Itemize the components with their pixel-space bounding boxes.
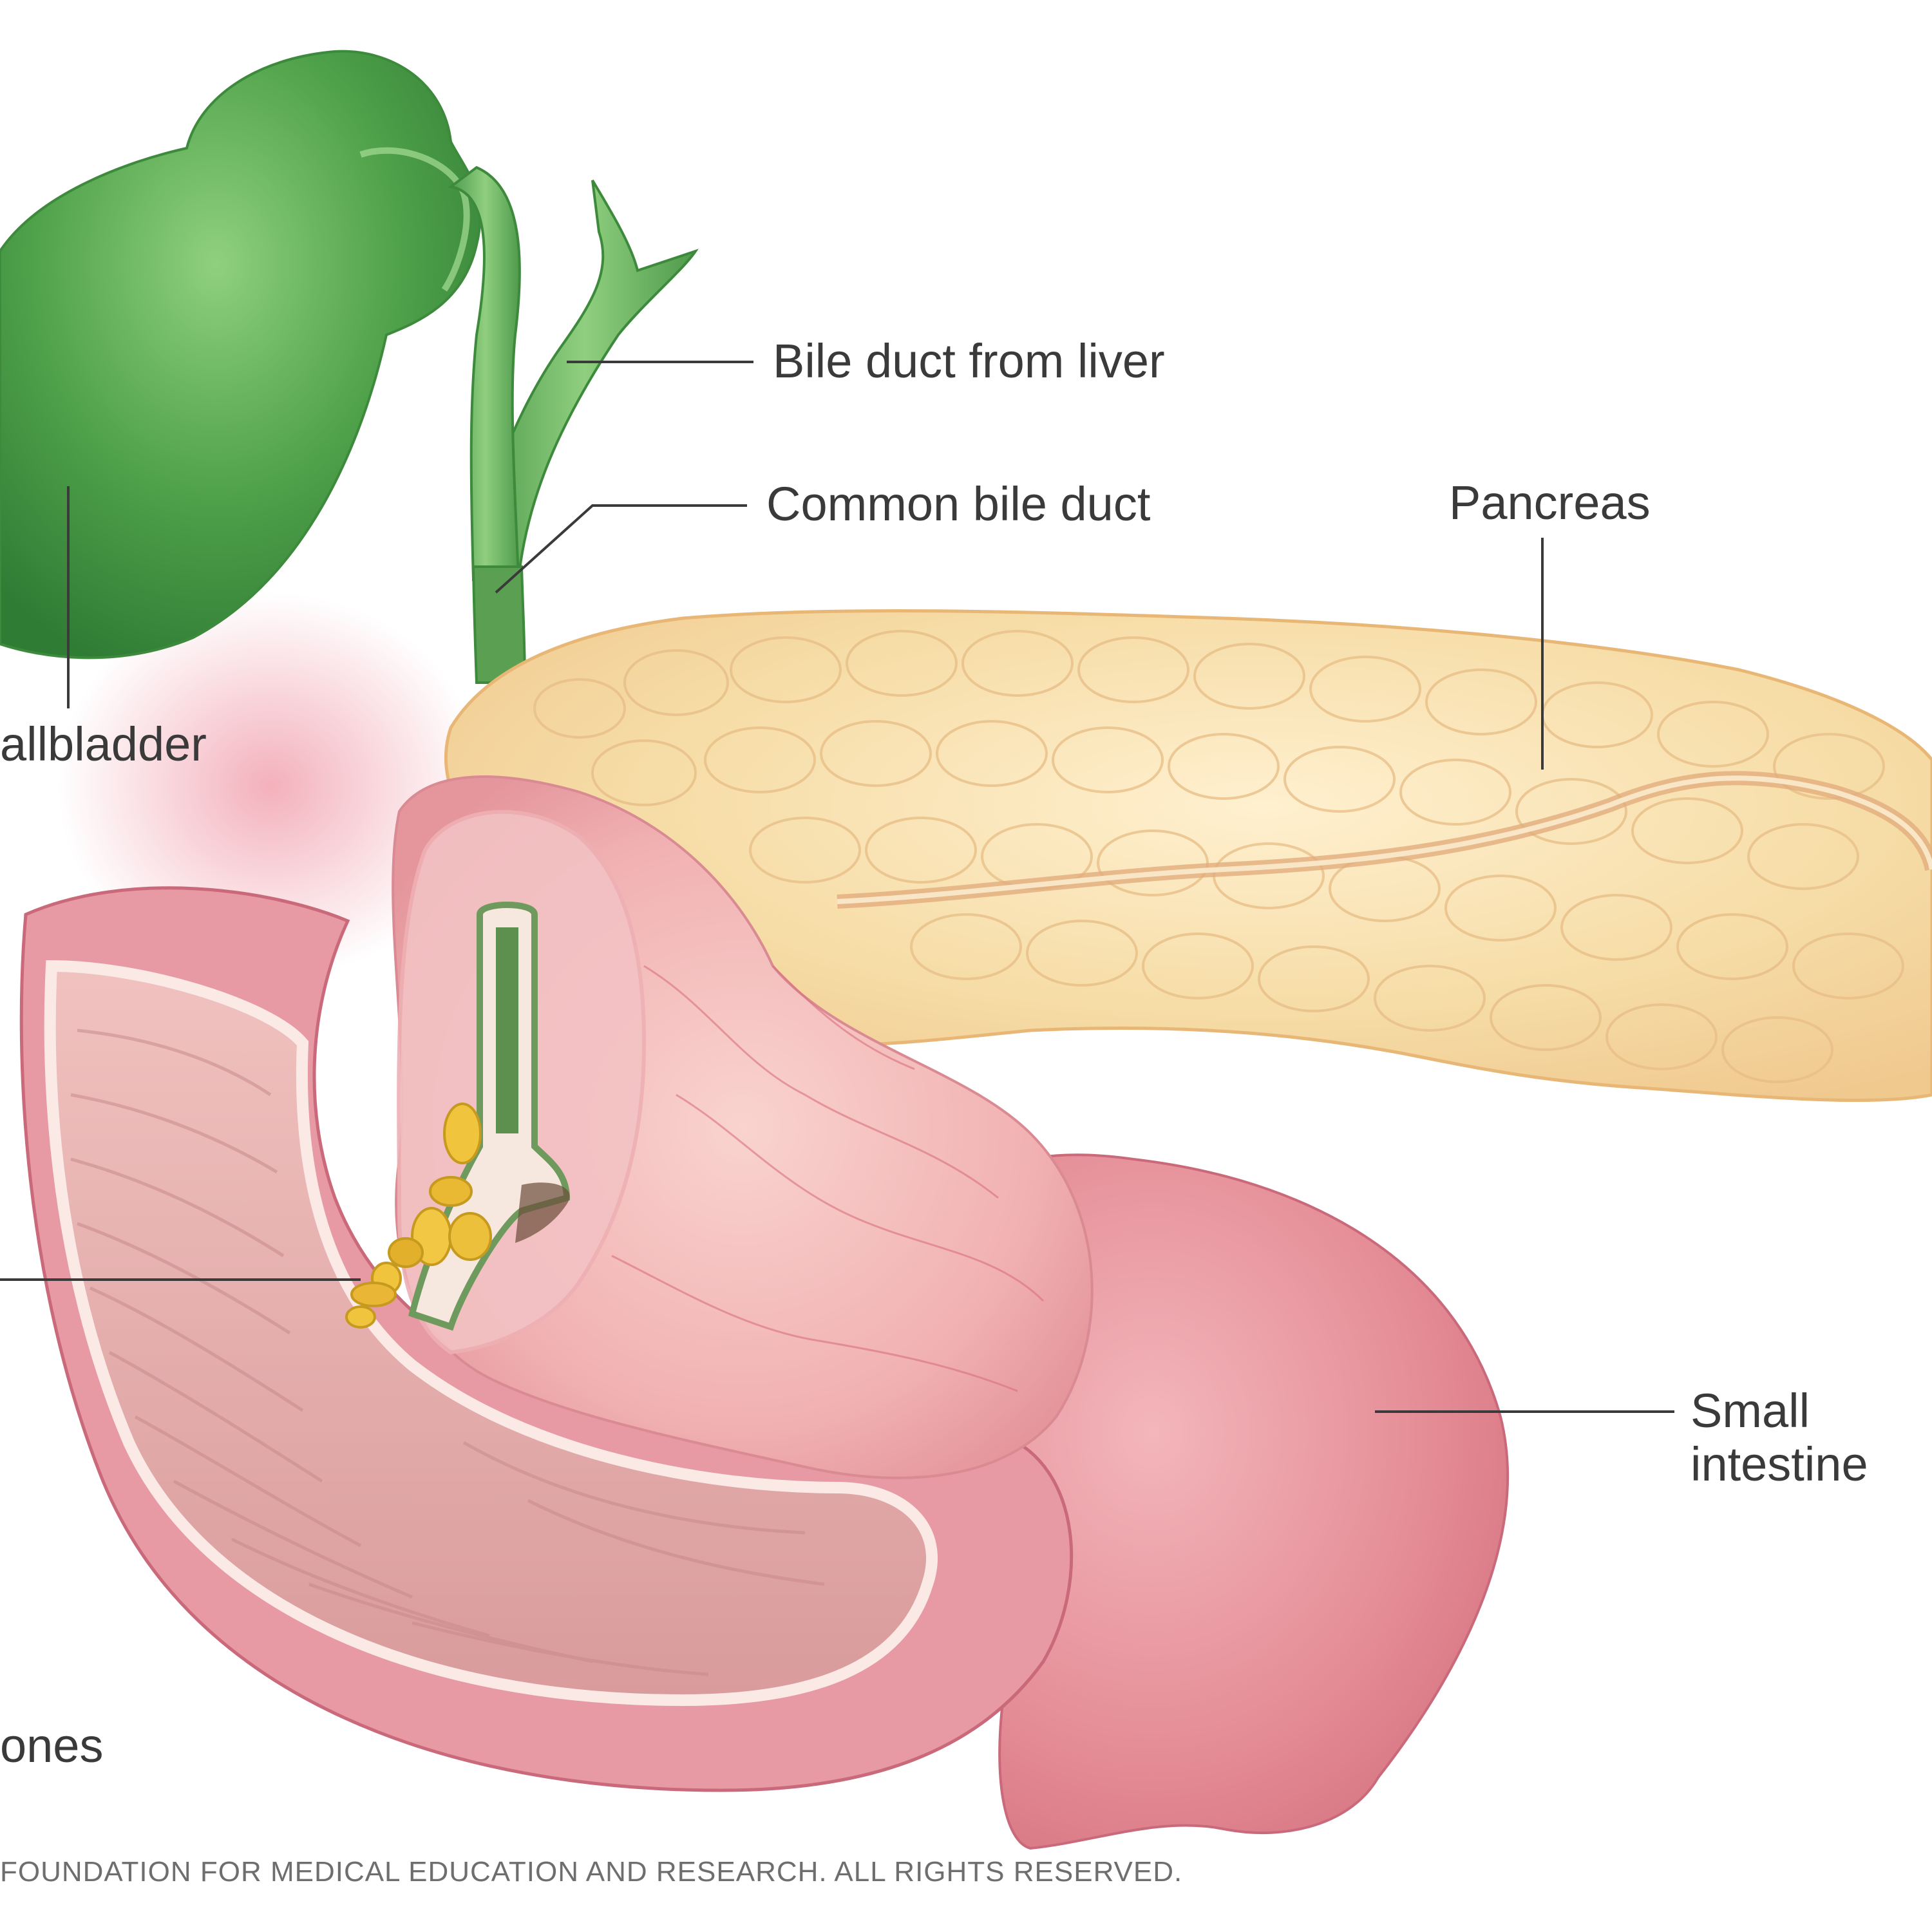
copyright-notice: FOUNDATION FOR MEDICAL EDUCATION AND RES… — [0, 1856, 1183, 1888]
gallstone — [448, 1212, 492, 1261]
duodenum-inner — [44, 960, 938, 1707]
pancreatic-duct-highlight — [837, 775, 1932, 904]
gallstone — [443, 1103, 482, 1164]
label-bile-duct-from-liver: Bile duct from liver — [773, 334, 1165, 388]
stomach-blush — [58, 592, 483, 979]
label-pancreas: Pancreas — [1449, 476, 1651, 529]
label-gallstones: ones — [0, 1719, 104, 1772]
gallstones — [345, 1103, 492, 1329]
inner-bile-duct-lumen — [496, 927, 518, 1133]
pancreas-lobules — [533, 630, 1904, 1083]
gallstone — [388, 1237, 424, 1268]
leader-common-bile-duct — [495, 504, 747, 594]
label-common-bile-duct: Common bile duct — [766, 477, 1151, 531]
pancreas-head-vessels — [611, 965, 1045, 1392]
gallstone — [429, 1176, 473, 1207]
gallbladder-shape — [0, 50, 482, 659]
label-small-intestine-line2: intestine — [1690, 1437, 1868, 1491]
leader-lines — [0, 361, 1674, 1413]
label-gallbladder: allbladder — [0, 717, 207, 771]
gallstone — [350, 1282, 397, 1307]
bile-duct-from-liver-shape — [471, 179, 699, 581]
gallstone — [345, 1305, 376, 1329]
duodenum-folds — [70, 1028, 825, 1676]
label-small-intestine-line1: Small — [1690, 1384, 1810, 1437]
label-small-intestine: Small intestine — [1690, 1384, 1868, 1492]
pancreatic-duct-junction — [515, 1182, 570, 1243]
